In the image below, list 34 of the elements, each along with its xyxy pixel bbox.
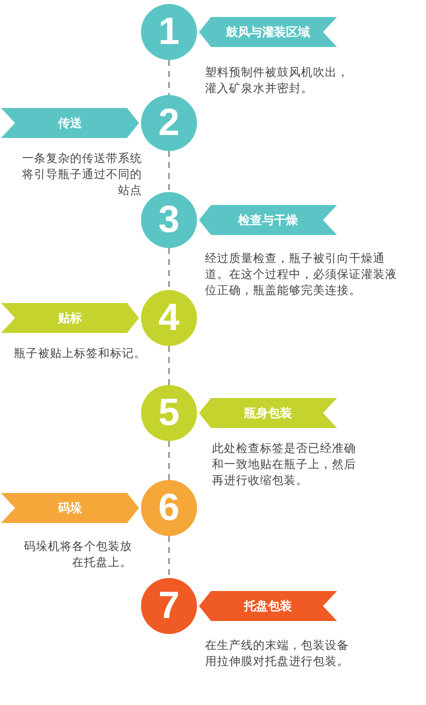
dashed-connector bbox=[168, 60, 170, 95]
ribbon-banner bbox=[199, 205, 337, 235]
step-title: 贴标 bbox=[58, 310, 82, 326]
step-title: 鼓风与灌装区域 bbox=[226, 24, 310, 40]
step-title: 检查与干燥 bbox=[238, 212, 298, 228]
step-description: 塑料预制件被鼓风机吹出，灌入矿泉水并密封。 bbox=[205, 64, 350, 96]
step-title: 瓶身包装 bbox=[244, 404, 292, 422]
ribbon-banner bbox=[1, 303, 139, 333]
step-description: 码垛机将各个包装放在托盘上。 bbox=[23, 538, 132, 570]
ribbon-banner bbox=[199, 17, 337, 47]
step-number-circle: 3 bbox=[141, 192, 197, 248]
step-title: 托盘包装 bbox=[244, 598, 292, 614]
step-number-circle: 2 bbox=[141, 95, 197, 151]
step-description: 经过质量检查，瓶子被引向干燥通道。在这个过程中，必须保证灌装液位正确，瓶盖能够完美连接。 bbox=[205, 250, 398, 298]
step-title: 传送 bbox=[58, 114, 82, 132]
ribbon-banner bbox=[199, 398, 337, 428]
step-number-circle: 4 bbox=[141, 290, 197, 346]
step-number-circle: 7 bbox=[141, 578, 197, 634]
step-number-circle: 6 bbox=[141, 480, 197, 536]
dashed-connector bbox=[168, 441, 170, 480]
dashed-connector bbox=[168, 346, 170, 385]
step-number-circle: 5 bbox=[141, 385, 197, 441]
step-number-circle: 1 bbox=[141, 4, 197, 60]
ribbon-banner bbox=[199, 591, 337, 621]
ribbon-banner bbox=[1, 493, 139, 523]
dashed-connector bbox=[168, 536, 170, 578]
step-description: 此处检查标签是否已经准确和一致地贴在瓶子上，然后再进行收缩包装。 bbox=[212, 440, 357, 488]
ribbon-banner bbox=[1, 108, 139, 138]
dashed-connector bbox=[168, 248, 170, 290]
step-title: 码垛 bbox=[58, 500, 82, 516]
step-description: 瓶子被贴上标签和标记。 bbox=[14, 345, 147, 361]
dashed-connector bbox=[168, 151, 170, 192]
step-description: 在生产线的末端，包装设备用拉伸膜对托盘进行包装。 bbox=[205, 637, 350, 669]
step-description: 一条复杂的传送带系统将引导瓶子通过不同的站点 bbox=[21, 150, 142, 198]
